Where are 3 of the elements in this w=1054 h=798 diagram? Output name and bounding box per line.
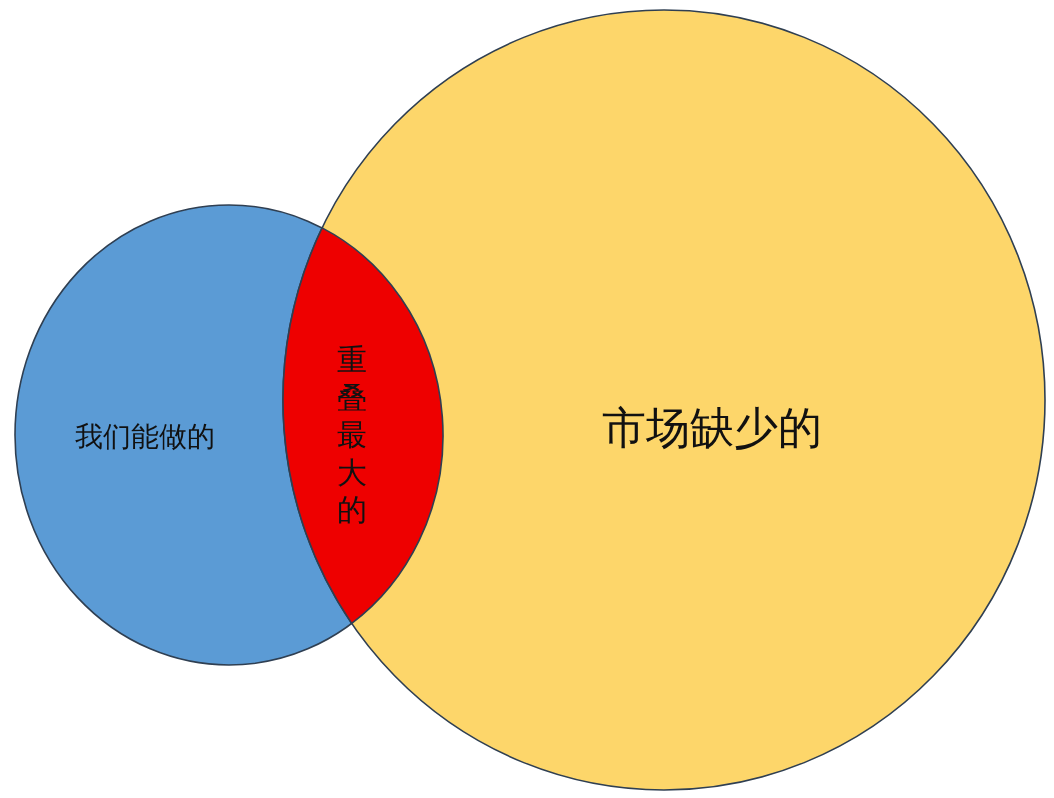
circle-label: 我们能做的 [75,419,215,455]
circle-label: 重叠最大的 [337,341,367,529]
circle-label: 市场缺少的 [602,400,822,455]
